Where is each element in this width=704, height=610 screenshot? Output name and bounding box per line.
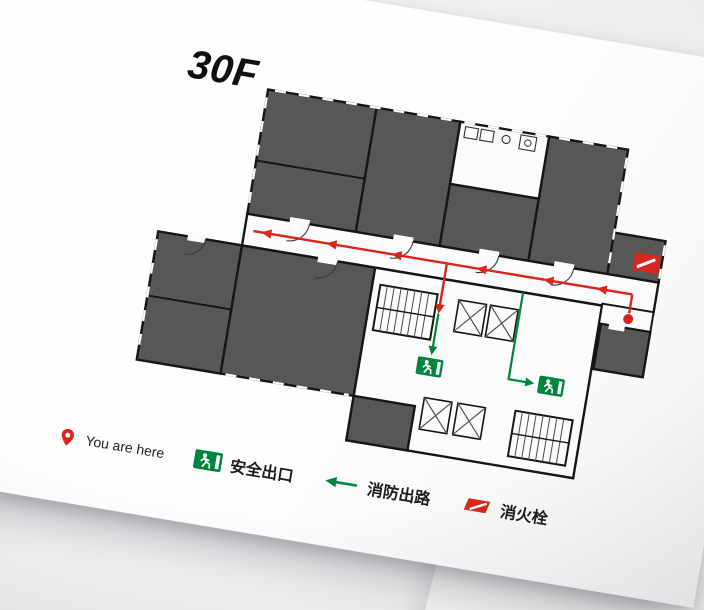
stairwell-a [371, 283, 439, 341]
room [344, 394, 417, 452]
legend-you-are-here-label: You are here [84, 432, 166, 462]
floor-plan [135, 88, 667, 480]
window-marks [136, 89, 666, 397]
utility-room [448, 120, 551, 201]
legend-fire-hydrant: 消火栓 [458, 491, 550, 529]
stairwell-b [506, 409, 574, 467]
room [592, 322, 652, 379]
arrow-left-icon [325, 476, 357, 488]
sink-fixture [501, 134, 511, 145]
legend: You are here 安全出口 消防出路 消火 [56, 424, 550, 530]
door-swings [184, 216, 626, 332]
fixture-detail [524, 139, 532, 147]
fixture [479, 128, 495, 143]
exit-running-man-icon [192, 448, 223, 472]
room-divider-walls [147, 159, 365, 311]
legend-escape-route: 消防出路 [321, 468, 432, 510]
legend-safety-exit-label: 安全出口 [228, 458, 295, 486]
elevator-x-marks [418, 299, 519, 440]
route-arrowheads [261, 229, 608, 314]
room [245, 88, 378, 234]
legend-fire-hydrant-label: 消火栓 [498, 503, 549, 529]
fixture [463, 126, 480, 141]
legend-escape-route-label: 消防出路 [365, 481, 432, 509]
fire-hydrant-icon [463, 498, 491, 514]
evacuation-route [253, 229, 634, 325]
room [219, 243, 377, 398]
fire-hydrant-icon [632, 252, 661, 275]
legend-you-are-here: You are here [56, 424, 166, 465]
location-pin-icon [61, 428, 75, 446]
legend-safety-exit: 安全出口 [192, 446, 296, 486]
exit-route [415, 292, 566, 398]
fixture [518, 134, 538, 152]
you-are-here-dot [623, 314, 634, 325]
